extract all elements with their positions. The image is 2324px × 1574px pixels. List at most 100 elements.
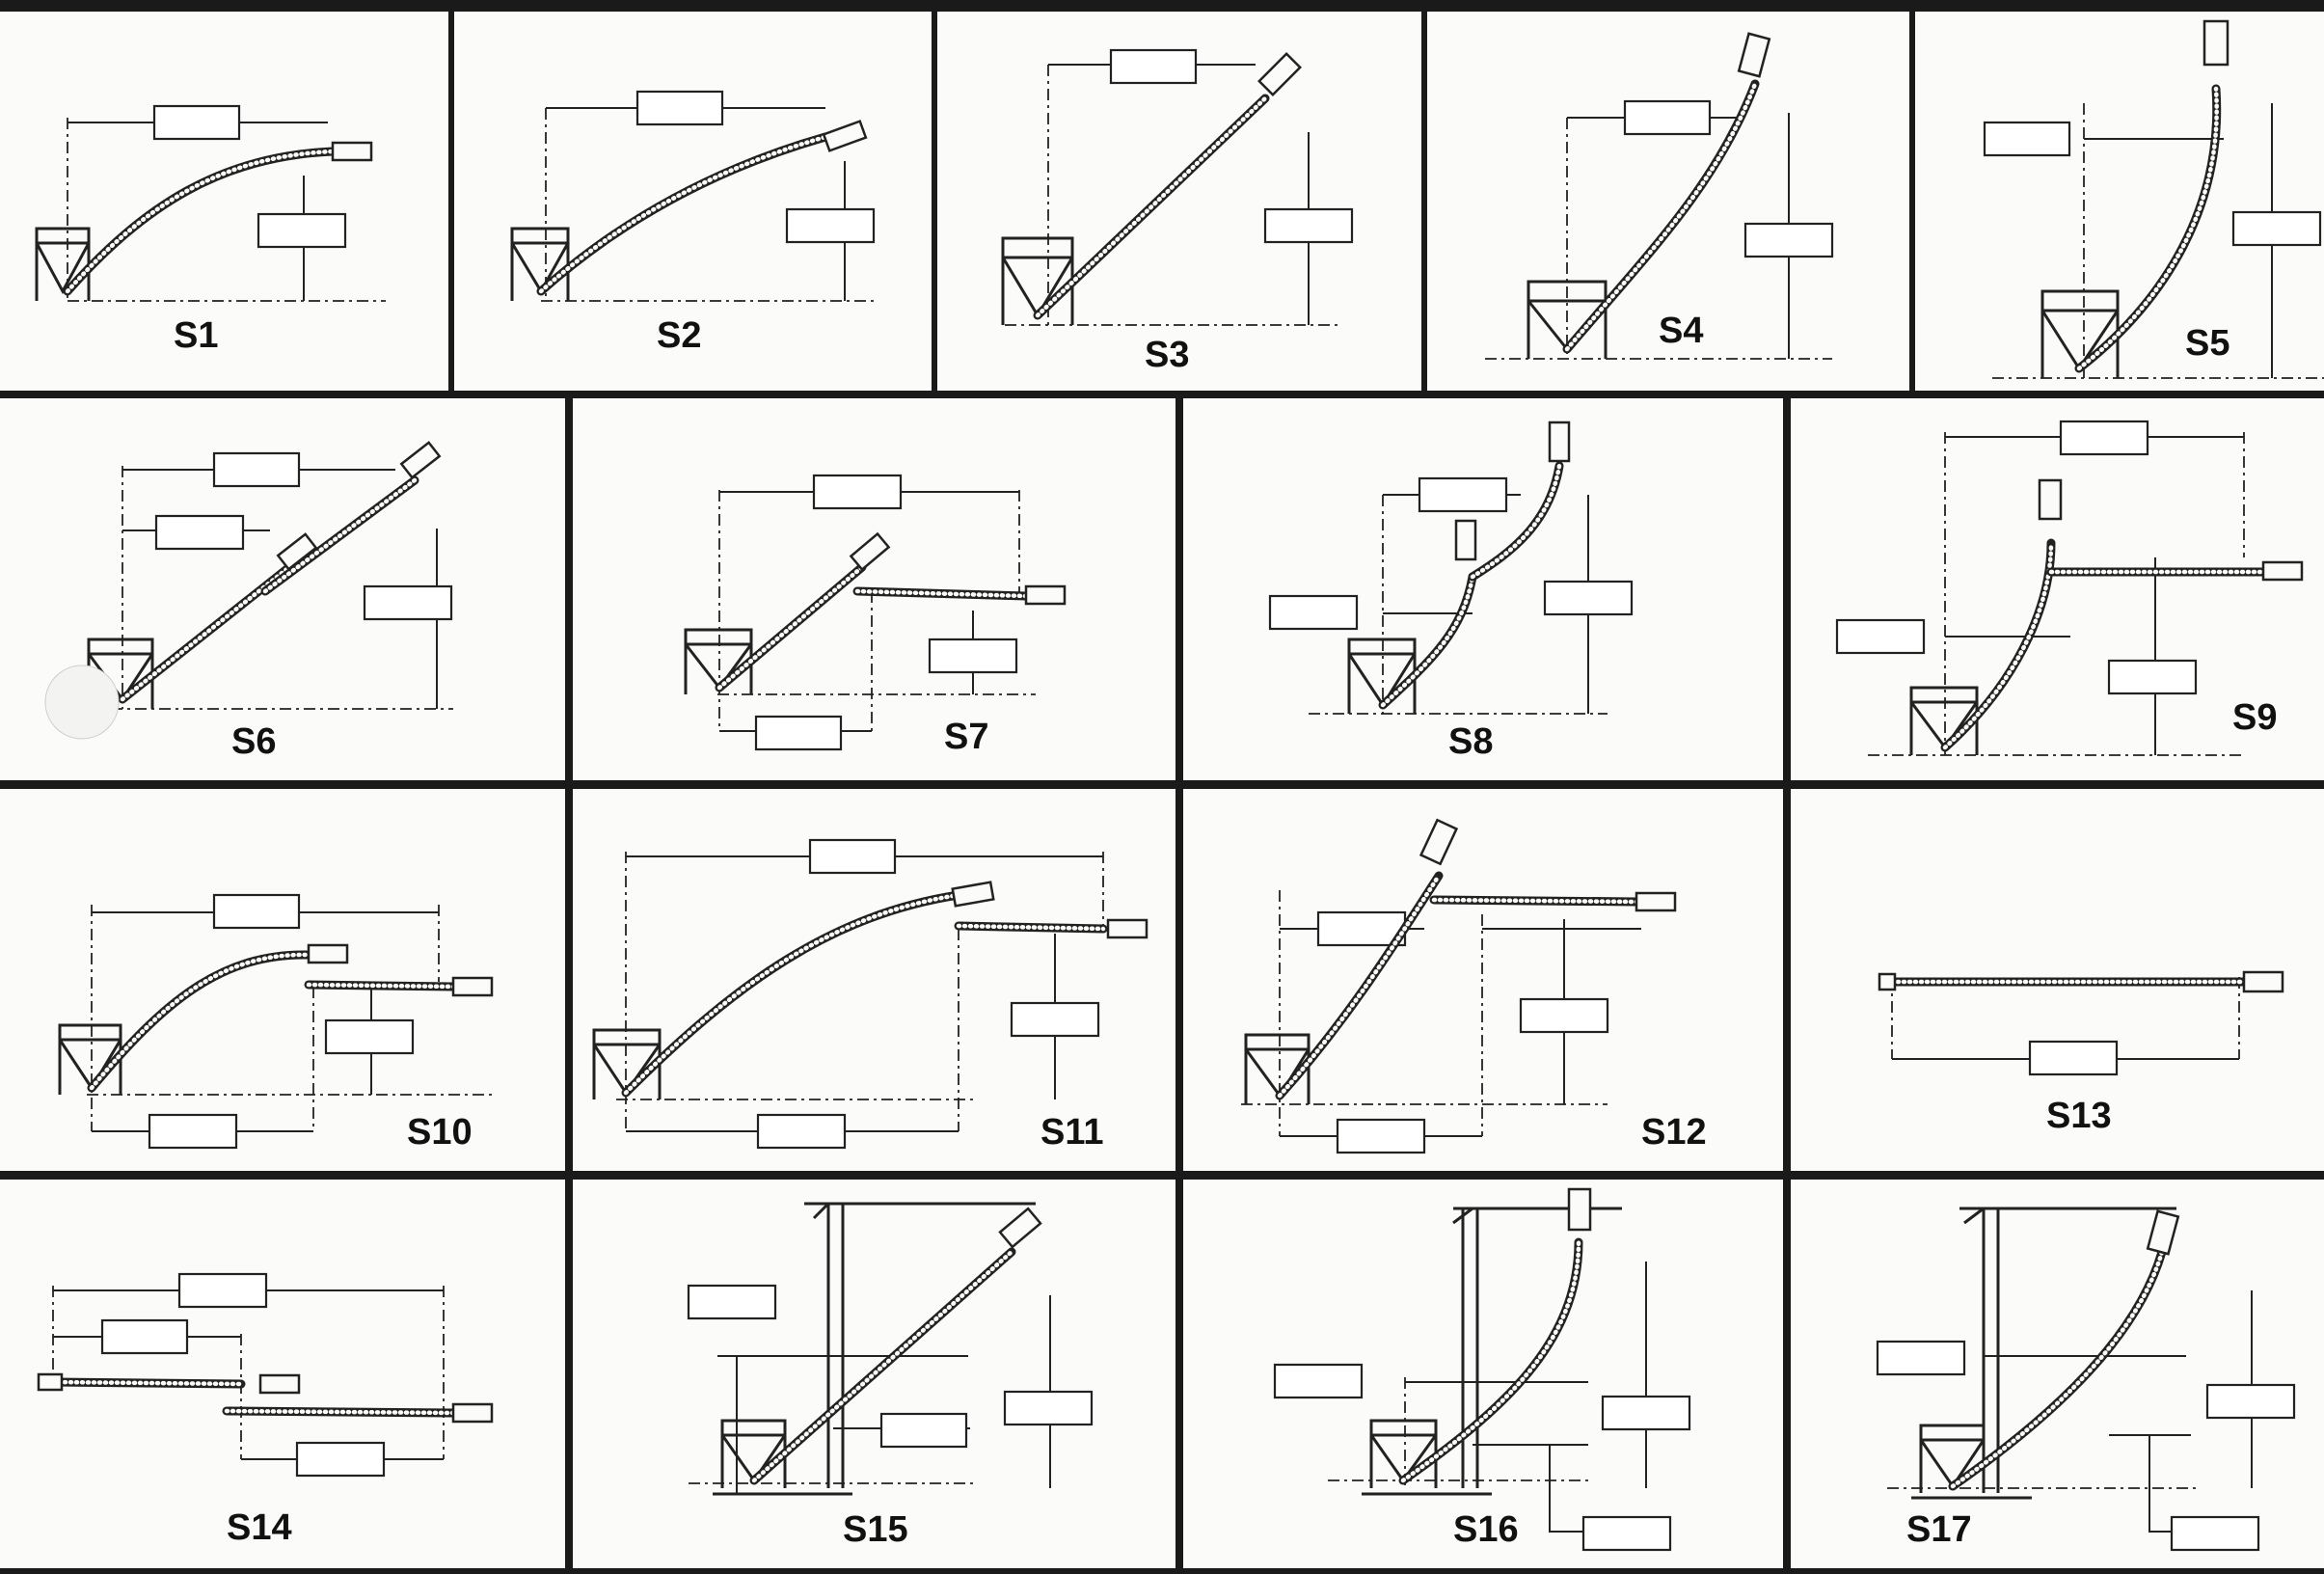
dimension-box-length-upper xyxy=(687,1284,777,1320)
motor-shape xyxy=(258,1373,301,1395)
motor-shape xyxy=(1878,972,1897,991)
tube-in-shape xyxy=(716,564,865,691)
dimension-box-height xyxy=(2231,210,2322,247)
panel-label: S12 xyxy=(1641,1112,1707,1153)
motor-shape xyxy=(1548,421,1571,463)
dimension-box-length-horizontal xyxy=(1316,910,1407,947)
tube-in-shape xyxy=(89,952,311,1091)
dimension-box-length xyxy=(152,104,241,141)
diagram-s8 xyxy=(1268,421,1634,715)
tube-in-shape xyxy=(1277,873,1442,1099)
motor-shape xyxy=(2261,560,2304,582)
dimension-box-height xyxy=(2107,659,2198,695)
dimension-box-length-upper xyxy=(1418,476,1508,513)
dimension-box-height xyxy=(1003,1390,1094,1426)
motor-shape xyxy=(37,1372,64,1392)
tube-in-shape xyxy=(1380,574,1475,708)
dimension-box-length-total xyxy=(212,893,301,930)
panel-s4: S4 xyxy=(1427,12,1909,391)
dimension-box-length-incline xyxy=(1336,1118,1426,1154)
tube-in-shape xyxy=(1470,463,1562,580)
dimension-box-height xyxy=(1601,1395,1691,1431)
panel-label: S13 xyxy=(2046,1096,2112,1136)
tube-in-shape xyxy=(1035,95,1268,318)
diagram-s14 xyxy=(37,1272,494,1478)
panel-label: S16 xyxy=(1453,1509,1519,1550)
dimension-box-length-upper xyxy=(1876,1340,1966,1376)
tube-in-shape xyxy=(1431,897,1639,905)
motor-shape xyxy=(276,532,318,571)
panel-label: S2 xyxy=(657,315,702,356)
dimension-box-height xyxy=(257,212,347,249)
dimension-box-length-incline xyxy=(148,1113,238,1150)
frame-shape xyxy=(35,227,91,301)
dimension-box-height xyxy=(363,584,453,621)
dimension-box-height xyxy=(928,638,1018,674)
dimension-box-length-lower xyxy=(1268,594,1359,631)
diagram-s17 xyxy=(1876,1207,2296,1552)
motor-shape xyxy=(1635,891,1677,912)
panel-label: S17 xyxy=(1906,1509,1972,1550)
dimension-box-length xyxy=(1623,99,1712,136)
panel-s10: S10 xyxy=(0,789,565,1171)
panel-label: S8 xyxy=(1448,721,1494,762)
panel-s7: S7 xyxy=(573,398,1176,780)
frame-shape xyxy=(804,1202,1036,1488)
panel-s13: S13 xyxy=(1791,789,2324,1171)
panel-label: S10 xyxy=(407,1112,473,1153)
motor-shape xyxy=(1419,818,1459,866)
panel-s17: S17 xyxy=(1791,1180,2324,1568)
panel-s12: S12 xyxy=(1183,789,1783,1171)
tube-in-shape xyxy=(538,134,828,294)
tube-shape xyxy=(536,132,830,296)
tube-in-shape xyxy=(2076,86,2219,371)
tube-in-shape xyxy=(623,892,961,1096)
diagram-s3 xyxy=(1001,48,1354,326)
frame-shape xyxy=(1959,1207,2176,1493)
motor-shape xyxy=(998,1207,1042,1249)
motor-shape xyxy=(307,943,349,964)
diagram-s4 xyxy=(1485,32,1834,360)
diagram-s11 xyxy=(592,838,1148,1150)
dimension-box-length-lower xyxy=(1581,1515,1672,1552)
tube-in-shape xyxy=(306,982,456,990)
motor-shape xyxy=(849,531,891,572)
tube-in-shape xyxy=(262,477,418,594)
dimension-box-length-lower xyxy=(295,1441,386,1478)
motor-shape xyxy=(2202,19,2229,67)
panel-label: S11 xyxy=(1040,1112,1104,1153)
dimension-box-height xyxy=(1519,997,1609,1034)
motor-shape xyxy=(822,120,868,152)
dimension-box-height xyxy=(1010,1001,1100,1038)
panel-s9: S9 xyxy=(1791,398,2324,780)
diagram-s12 xyxy=(1241,818,1677,1154)
tube-shape xyxy=(621,890,963,1098)
dimension-box-length xyxy=(1983,121,2071,157)
panel-label: S1 xyxy=(174,315,219,356)
diagram-s10 xyxy=(58,893,494,1150)
diagram-s13 xyxy=(1878,970,2284,1076)
motor-shape xyxy=(1567,1187,1592,1232)
panel-label: S4 xyxy=(1659,311,1704,351)
panel-label: S9 xyxy=(2232,697,2278,738)
motor-shape xyxy=(1257,52,1302,96)
tube-shape xyxy=(1940,538,2056,752)
motor-shape xyxy=(451,976,494,997)
motor-shape xyxy=(2146,1209,2180,1256)
diagram-s1 xyxy=(35,104,386,302)
motor-shape xyxy=(2038,478,2063,521)
dimension-box-length-total xyxy=(177,1272,268,1309)
motor-shape xyxy=(1737,32,1771,78)
diagram-s16 xyxy=(1273,1187,1691,1552)
dimension-box-length-vertical xyxy=(1835,618,1926,655)
dimension-box-length-lower xyxy=(2170,1515,2260,1552)
panel-label: S14 xyxy=(227,1507,292,1548)
dimension-box-height xyxy=(1743,222,1834,258)
diagram-s9 xyxy=(1835,420,2304,756)
tube-shape xyxy=(87,950,313,1093)
dimension-box-length-total xyxy=(812,474,903,510)
motor-shape xyxy=(1454,519,1477,561)
motor-shape xyxy=(1106,918,1148,939)
panel-s11: S11 xyxy=(573,789,1176,1171)
